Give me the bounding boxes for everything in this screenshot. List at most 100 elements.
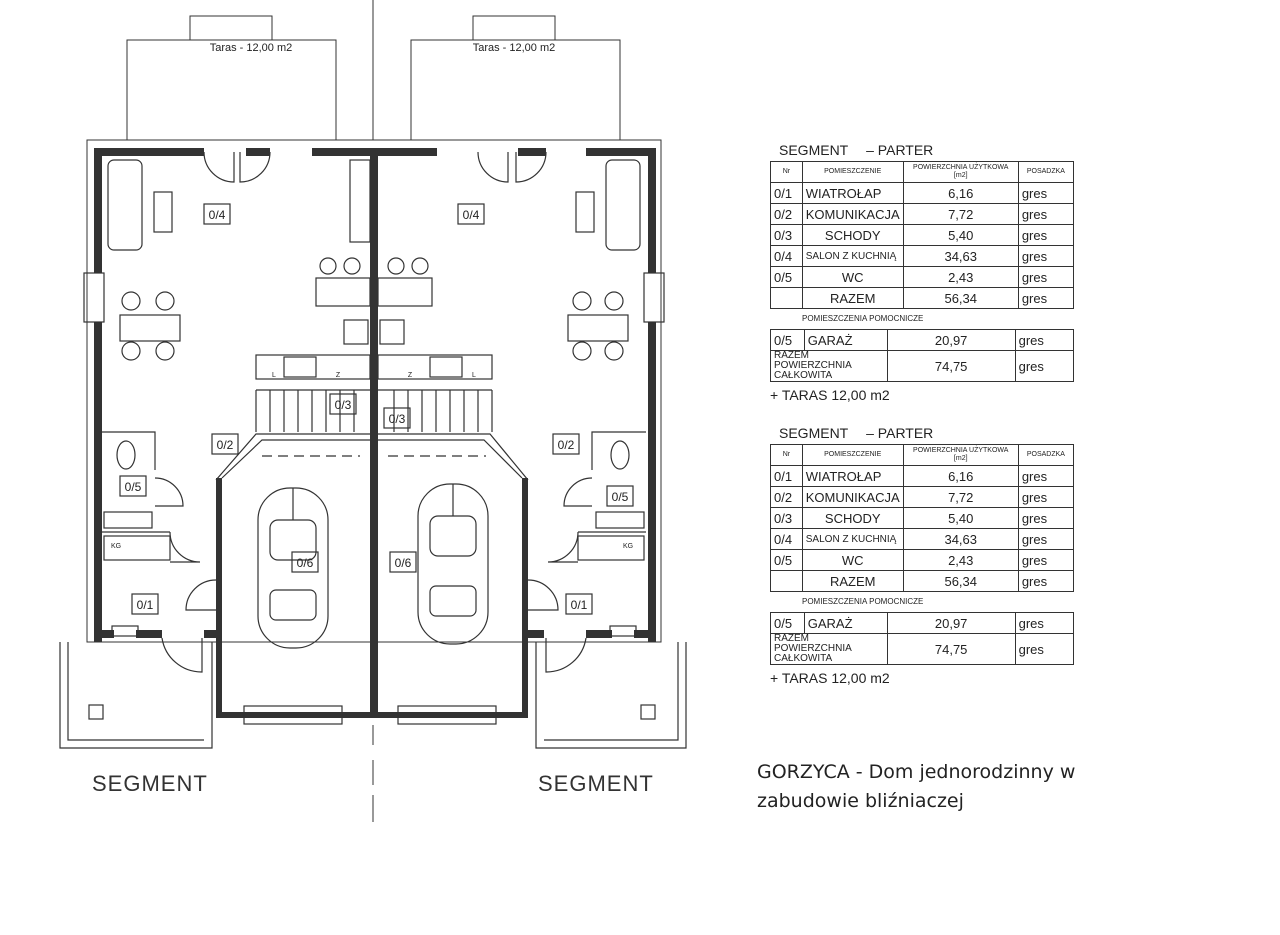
tv-stand-left [153,191,173,233]
room-box-left-schody [329,393,357,415]
wall-top-left-b [246,148,270,156]
wc-left-wall [102,431,156,470]
terrace-left [126,39,337,141]
porch-left-outer [59,642,213,749]
garage-left-top-wall [221,439,370,479]
room-right-salon: 0/4 [463,208,480,222]
chair-left-2 [155,291,175,311]
wall-right-a [648,148,656,273]
room-left-garaz: 0/6 [297,556,314,570]
room-box-right-garaz [389,551,417,573]
chair-right-2 [604,291,624,311]
tv-stand-right [575,191,595,233]
garage-door-left [243,705,343,725]
z-label-left: Z [336,372,341,379]
porch-right-inner [544,642,679,741]
wall-garage-bottom [216,712,528,718]
room-box-right-salon [457,203,485,225]
terrace-label-right: Taras - 12,00 m2 [473,42,556,54]
terrace-note: + TARAS 12,00 m2 [770,387,890,403]
sofa-right [605,159,641,251]
floor-plan: Taras - 12,00 m2 Taras - 12,00 m2 0/4 0/… [59,0,687,822]
sink-left [283,356,317,378]
door-garage-right [527,579,559,611]
table-heading: SEGMENT – PARTER [779,142,934,158]
room-right-wiatrolap: 0/1 [571,598,588,612]
wall-left-b [94,322,102,642]
terrace-label-left: Taras - 12,00 m2 [210,42,293,54]
table-header-row: Nr POMIESZCZENIE POWIERZCHNIA UŻYTKOWA [… [770,444,1075,466]
z-label-right: Z [408,372,413,379]
stairs-left [255,389,370,432]
washbasin-right [595,511,645,529]
room-box-left-komunikacja [211,433,239,455]
cooktop-left [343,319,369,345]
kg-cupboard-left [103,535,171,561]
wall-garage-right-outer [522,478,528,718]
room-box-left-salon [203,203,231,225]
rooms-table: Nr POMIESZCZENIE POWIERZCHNIA UŻYTKOWA [… [770,444,1075,592]
wall-garage-left-outer [216,478,222,718]
room-left-komunikacja: 0/2 [217,438,234,452]
door-terrace-left-b [239,151,271,183]
project-title: GORZYCA - Dom jednorodzinny w zabudowie … [757,758,1075,816]
segment-label-right: SEGMENT [538,771,654,796]
wall-bottom-left-b [136,630,162,638]
l-label-right: L [472,372,476,379]
room-box-right-komunikacja [552,433,580,455]
l-label-left: L [272,372,276,379]
car-right [417,483,489,645]
door-wc-left [154,477,184,507]
room-box-left-garaz [291,551,319,573]
door-hall-left [169,531,201,563]
chair-left-1 [121,291,141,311]
stool-left-2 [343,257,361,275]
room-right-schody: 0/3 [389,412,406,426]
room-left-salon: 0/4 [209,208,226,222]
wc-right-wall [591,431,646,470]
terrace-right-step [472,15,556,41]
area-table-1: SEGMENT – PARTER Nr POMIESZCZENIE POWIER… [770,139,1080,408]
project-title-line-2: zabudowie bliźniaczej [757,790,964,812]
door-terrace-left-a [203,151,235,183]
door-hall-right [547,531,579,563]
room-box-left-wc [119,475,147,497]
chair-left-3 [121,341,141,361]
room-left-schody: 0/3 [335,398,352,412]
door-entrance-right [545,637,587,673]
wall-top-right-a [518,148,546,156]
window-right [643,272,665,323]
stairs-right [378,389,493,432]
room-right-komunikacja: 0/2 [558,438,575,452]
room-box-right-wc [606,485,634,507]
wall-bottom-right-c [634,630,656,638]
room-right-wc: 0/5 [612,490,629,504]
chair-right-4 [604,341,624,361]
toilet-left [116,440,136,470]
window-entrance-right [609,625,637,637]
pillar-right [640,704,656,720]
terrace-left-step [189,15,273,41]
wall-bottom-left-a [94,630,114,638]
door-entrance-left [161,637,203,673]
room-box-right-wiatrolap [565,593,593,615]
wall-top-left-a [94,148,204,156]
wall-left-a [94,148,102,273]
aux-label: POMIESZCZENIA POMOCNICZE [802,314,924,323]
room-box-right-schody [383,407,411,429]
kitchen-island-right [377,277,433,307]
garage-left-top-wall-outer [215,433,370,481]
terrace-right [410,39,621,141]
wall-center [370,148,378,718]
